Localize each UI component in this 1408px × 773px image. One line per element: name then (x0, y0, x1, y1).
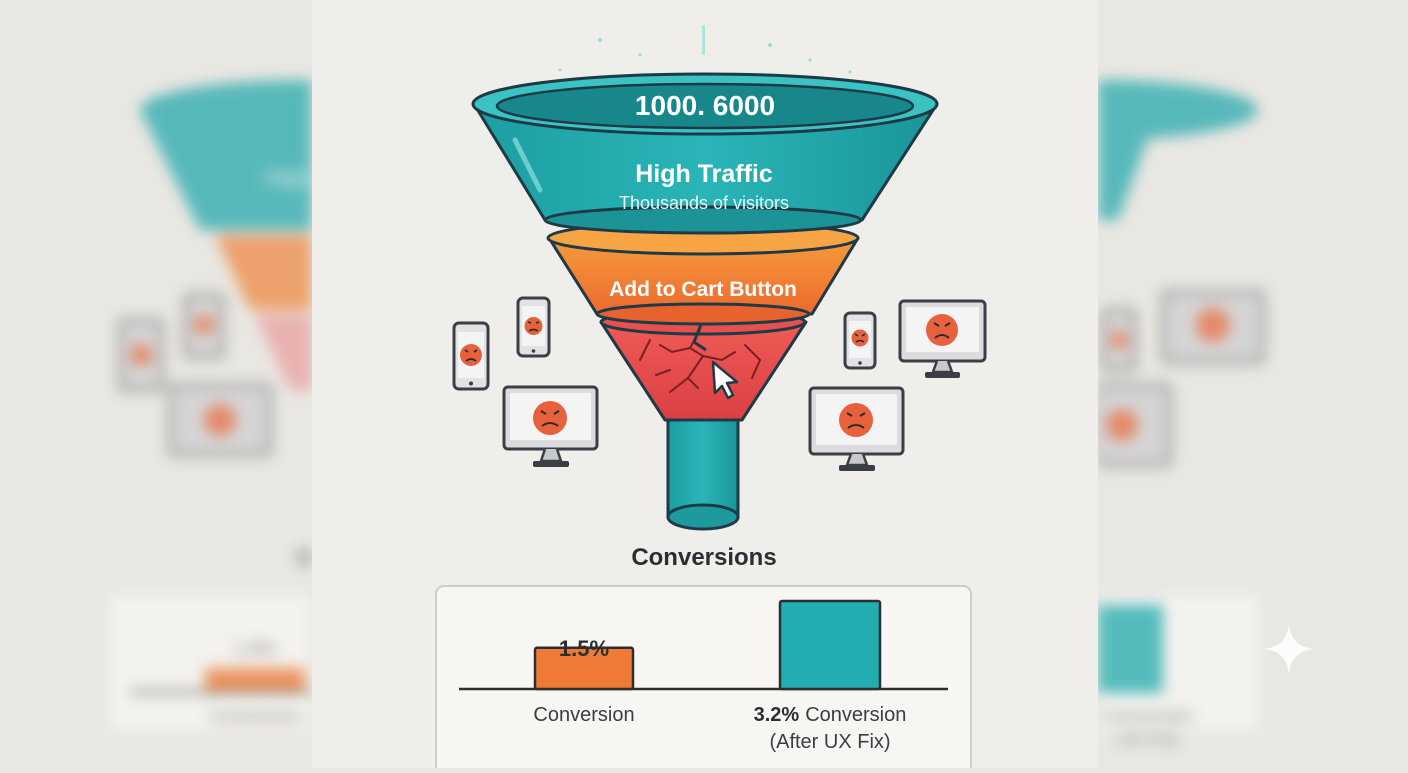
svg-text:Conversion: Conversion (209, 706, 300, 726)
conversion-bar-before (533, 646, 635, 691)
angry-face-icon (524, 317, 543, 335)
cart-section-label: Add to Cart Button (609, 278, 797, 301)
sparkle-dots (558, 25, 852, 74)
funnel-top-bowl (471, 72, 939, 235)
conversion-bar-after (778, 599, 882, 691)
funnel-cart-section (546, 220, 860, 326)
funnel-diagram: Add to Cart Button 1000. 6000 High Traff… (435, 25, 987, 773)
conversion-chart-card (435, 585, 972, 773)
angry-face-icon (839, 403, 873, 437)
funnel-broken-section (599, 308, 808, 422)
bar-after-sublabel: (After UX Fix) (769, 731, 890, 753)
blurred-right-backdrop: Conversion UX Fix) (1098, 0, 1408, 768)
svg-text:Conversion: Conversion (1102, 706, 1193, 726)
angry-face-icon (926, 314, 958, 346)
angry-face-icon (533, 401, 567, 435)
cursor-arrow-icon (711, 360, 739, 400)
blurred-left-backdrop: 1.5% Conversion C High Traffic (0, 0, 312, 768)
center-panel: Add to Cart Button 1000. 6000 High Traff… (312, 0, 1098, 773)
traffic-title: High Traffic (635, 160, 773, 188)
svg-text:1.5%: 1.5% (234, 639, 275, 659)
traffic-subtitle: Thousands of visitors (619, 193, 789, 213)
bar-after-value-label: 3.2% (754, 704, 800, 726)
svg-text:High Traffic: High Traffic (265, 165, 312, 190)
blurred-left-art: 1.5% Conversion C High Traffic (110, 80, 312, 730)
visitor-count: 1000. 6000 (635, 90, 775, 121)
bar-after-caption: 3.2%Conversion (754, 704, 907, 726)
angry-face-icon (460, 344, 482, 366)
bar-before-label: Conversion (533, 704, 634, 726)
angry-face-icon (851, 329, 869, 347)
bar-before-value-label: 1.5% (559, 636, 609, 661)
bar-after-label: Conversion (805, 704, 906, 726)
sparkle-icon (1264, 624, 1314, 674)
svg-text:UX Fix): UX Fix) (1118, 729, 1178, 749)
svg-text:C: C (297, 545, 312, 570)
conversions-heading: Conversions (631, 544, 776, 571)
blurred-right-art: Conversion UX Fix) (1098, 80, 1265, 749)
